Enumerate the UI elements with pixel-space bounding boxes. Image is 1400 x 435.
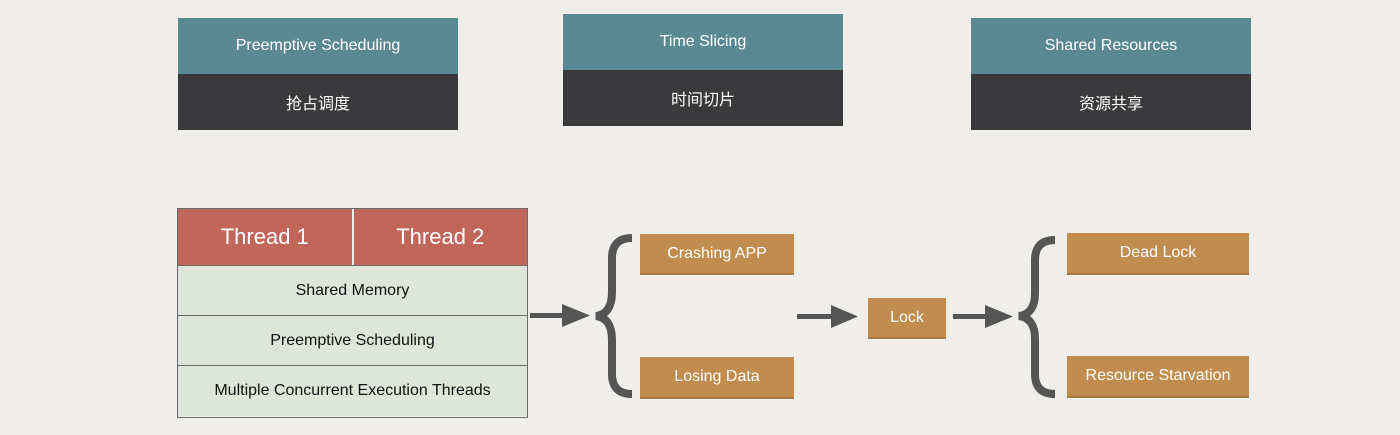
thread-2: Thread 2	[351, 209, 527, 265]
concept-title-en: Preemptive Scheduling	[178, 18, 458, 74]
arrow-shaft	[953, 314, 987, 319]
left-brace-1	[595, 234, 633, 398]
concept-title-zh: 时间切片	[563, 70, 843, 126]
arrow-shaft	[797, 314, 833, 319]
arrow-head	[562, 304, 590, 327]
concept-title-zh: 资源共享	[971, 74, 1251, 130]
thread-stack: Thread 1 Thread 2 Shared Memory Preempti…	[177, 208, 528, 418]
concept-time-slicing: Time Slicing 时间切片	[563, 14, 843, 126]
outcome-losing-data: Losing Data	[640, 357, 794, 399]
outcome-crashing-app: Crashing APP	[640, 234, 794, 275]
outcome-resource-starvation: Resource Starvation	[1067, 356, 1249, 398]
concept-preemptive-scheduling: Preemptive Scheduling 抢占调度	[178, 18, 458, 130]
concept-shared-resources: Shared Resources 资源共享	[971, 18, 1251, 130]
concept-title-en: Time Slicing	[563, 14, 843, 70]
lock-box: Lock	[868, 298, 946, 339]
outcome-dead-lock: Dead Lock	[1067, 233, 1249, 275]
layer-preemptive-scheduling: Preemptive Scheduling	[178, 316, 527, 366]
layer-concurrent-threads: Multiple Concurrent Execution Threads	[178, 366, 527, 416]
concept-title-en: Shared Resources	[971, 18, 1251, 74]
thread-row: Thread 1 Thread 2	[178, 209, 527, 266]
left-brace-2	[1018, 236, 1056, 398]
layer-shared-memory: Shared Memory	[178, 266, 527, 316]
arrow-head	[831, 305, 858, 328]
arrow-head	[985, 305, 1013, 328]
thread-1: Thread 1	[178, 209, 352, 265]
arrow-shaft	[530, 313, 564, 318]
concept-title-zh: 抢占调度	[178, 74, 458, 130]
